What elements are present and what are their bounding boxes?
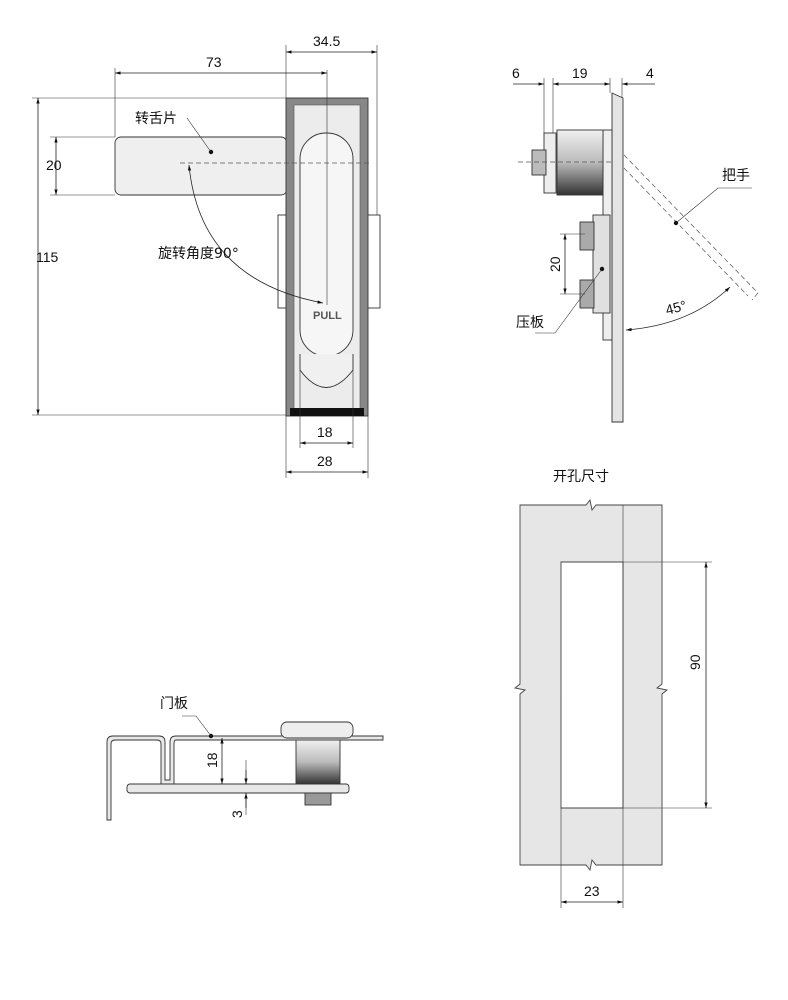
lock-body-bottom bbox=[290, 408, 364, 416]
side-view: 45° 把手 压板 20 6 19 4 bbox=[512, 65, 759, 423]
dim-18-install: 18 bbox=[204, 752, 220, 768]
front-view: PULL 转舌片 旋转角度90° 34.5 73 20 115 18 28 bbox=[32, 33, 381, 478]
dim-4: 4 bbox=[646, 65, 654, 81]
handle-label: 把手 bbox=[722, 168, 750, 184]
cutout-view: 开孔尺寸 90 23 bbox=[513, 469, 712, 908]
panel-with-cutout bbox=[513, 498, 669, 872]
dim-20: 20 bbox=[46, 157, 62, 173]
lever-label: 转舌片 bbox=[135, 111, 177, 127]
mounting-plate bbox=[611, 92, 624, 423]
lock-cylinder bbox=[295, 739, 341, 785]
dim-3: 3 bbox=[229, 810, 245, 818]
clamp-plate bbox=[592, 214, 611, 314]
finger-recess bbox=[299, 354, 354, 388]
dim-73: 73 bbox=[206, 54, 222, 70]
dim-23: 23 bbox=[584, 883, 600, 899]
dim-18: 18 bbox=[317, 424, 333, 440]
clamp-plate-label: 压板 bbox=[516, 315, 544, 331]
lever-tongue bbox=[114, 136, 288, 196]
lock-head bbox=[280, 721, 354, 739]
dim-34-5: 34.5 bbox=[313, 33, 340, 49]
handle-ghost bbox=[623, 154, 759, 301]
dim-20-side: 20 bbox=[547, 256, 563, 272]
door-panel bbox=[106, 735, 384, 821]
bottom-plate bbox=[126, 783, 350, 794]
dim-6: 6 bbox=[512, 65, 520, 81]
cylinder bbox=[556, 129, 604, 196]
dim-19: 19 bbox=[572, 65, 588, 81]
dim-90: 90 bbox=[687, 654, 703, 670]
clamp-bolt-top bbox=[579, 221, 595, 251]
dim-28: 28 bbox=[317, 453, 333, 469]
nut bbox=[531, 149, 547, 176]
door-panel-label: 门板 bbox=[160, 696, 188, 712]
lock-nut bbox=[304, 792, 332, 806]
install-view: 门板 18 3 bbox=[106, 696, 384, 821]
rotation-arc bbox=[187, 164, 324, 304]
rotation-label: 旋转角度90° bbox=[158, 246, 239, 262]
pull-label: PULL bbox=[313, 310, 342, 322]
angle-label: 45° bbox=[664, 297, 689, 318]
cutout-title: 开孔尺寸 bbox=[553, 469, 609, 485]
pull-handle bbox=[299, 132, 354, 357]
dim-115: 115 bbox=[36, 249, 59, 265]
